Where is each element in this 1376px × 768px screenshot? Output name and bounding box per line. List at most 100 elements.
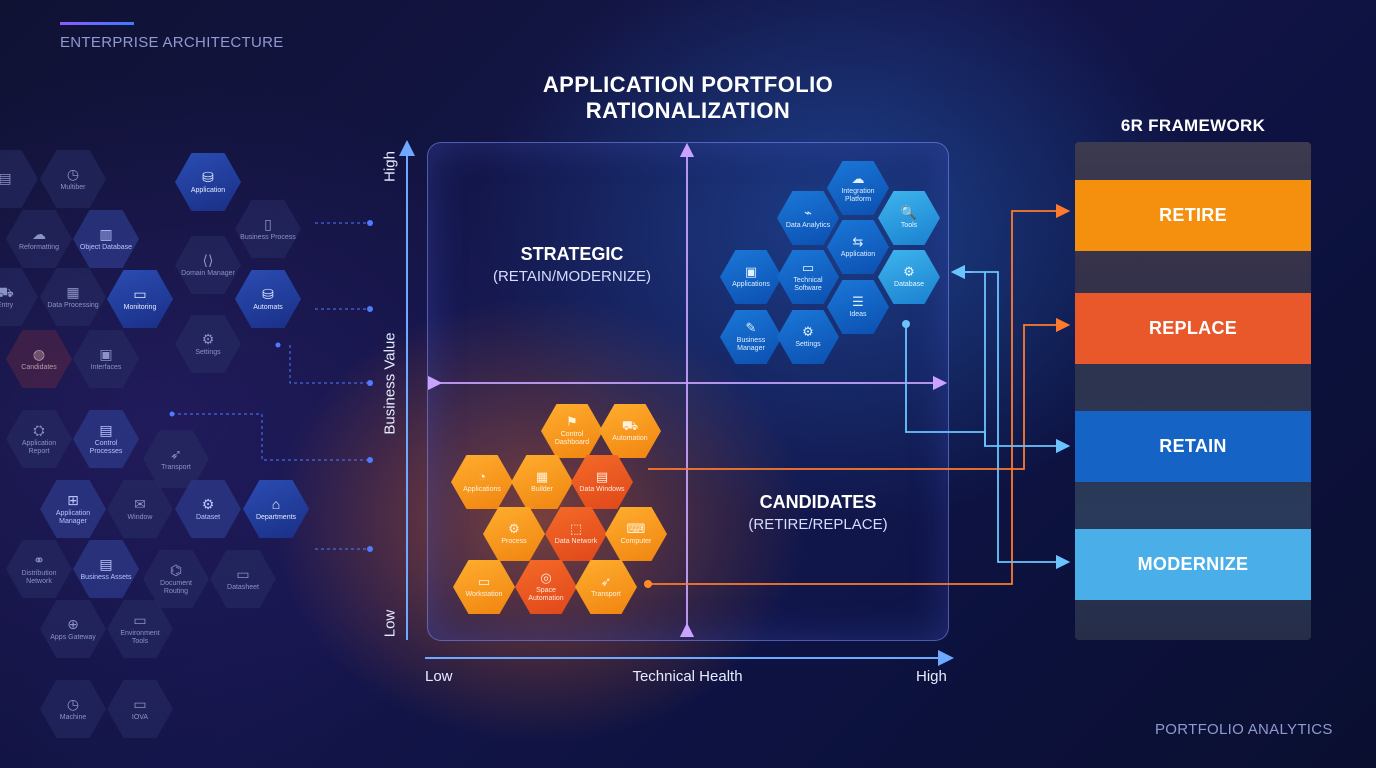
y-axis-high-label: High xyxy=(381,151,399,182)
app-label: Technical Software xyxy=(793,277,823,292)
x-axis-title: Technical Health xyxy=(632,668,743,685)
app-label: Interfaces xyxy=(90,363,122,371)
app-icon: ☁ xyxy=(851,171,865,186)
app-label: Monitoring xyxy=(123,303,157,311)
quadrant-strategic: STRATEGIC (RETAIN/MODERNIZE) xyxy=(462,244,682,285)
app-label: Business Manager xyxy=(736,337,766,352)
network-hex: ▯Business Process xyxy=(235,200,301,258)
network-hex: ◷Machine xyxy=(40,680,106,738)
app-label: Data Analytics xyxy=(785,222,831,229)
app-label: Environment Tools xyxy=(120,629,160,645)
network-hex: ▭Datasheet xyxy=(210,550,276,608)
app-label: Reformatting xyxy=(18,243,60,251)
app-icon: ⌬ xyxy=(169,561,183,578)
app-icon: ⬚ xyxy=(569,521,583,536)
framework-retire[interactable]: RETIRE xyxy=(1075,180,1311,251)
app-icon: 🔍 xyxy=(900,205,918,220)
app-icon: ▣ xyxy=(99,345,113,362)
app-icon: ▤ xyxy=(0,169,12,186)
app-label: Candidates xyxy=(21,363,57,371)
app-icon: ▭ xyxy=(133,285,147,302)
app-label: Document Routing xyxy=(160,579,192,595)
app-label: Apps Gateway xyxy=(50,633,96,641)
quadrant-candidates-subtitle: (RETIRE/REPLACE) xyxy=(748,516,888,533)
framework-title: 6R FRAMEWORK xyxy=(1120,116,1266,135)
orange-hex: ▭ Workstation xyxy=(453,560,515,614)
app-label: Application xyxy=(190,186,226,194)
framework-modernize[interactable]: MODERNIZE xyxy=(1075,529,1311,600)
app-icon: ▥ xyxy=(99,225,113,242)
app-label: Control Dashboard xyxy=(554,431,590,446)
app-label: Machine xyxy=(59,713,87,721)
app-label: Tools xyxy=(900,222,918,229)
orange-hex: ◔ Applications xyxy=(451,455,513,509)
app-icon: ▤ xyxy=(99,421,113,438)
app-icon: ⟨⟩ xyxy=(202,251,214,268)
app-label: Space Automation xyxy=(528,587,564,602)
app-label: Object Database xyxy=(79,243,133,251)
page-title: APPLICATION PORTFOLIO RATIONALIZATION xyxy=(488,72,888,124)
network-hex: ⛁Application xyxy=(175,153,241,211)
app-label: Distribution Network xyxy=(21,569,57,585)
page-title-line1: APPLICATION PORTFOLIO xyxy=(542,72,834,97)
header-accent-line xyxy=(60,22,134,25)
app-label: Builder xyxy=(531,486,553,493)
app-icon: ☁ xyxy=(32,225,46,242)
app-icon: ◔ xyxy=(478,469,486,484)
x-axis-high-label: High xyxy=(916,668,947,685)
app-icon: ⚙ xyxy=(508,521,520,536)
app-label: Control Processes xyxy=(89,439,123,455)
app-label: Automats xyxy=(253,303,283,311)
quadrant-candidates: CANDIDATES (RETIRE/REPLACE) xyxy=(708,492,928,533)
network-connectors xyxy=(169,220,373,552)
app-icon: ▣ xyxy=(744,264,758,279)
app-label: Data Processing xyxy=(47,301,99,309)
network-hex: ▭Environment Tools xyxy=(107,600,173,658)
network-hex: ◷Multiber xyxy=(40,150,106,208)
app-label: Workstation xyxy=(465,591,503,598)
app-icon: ⛟ xyxy=(0,283,14,300)
app-icon: ⊕ xyxy=(67,615,79,632)
app-label: Entry xyxy=(0,301,14,309)
app-icon: ⌂ xyxy=(271,495,281,512)
app-icon: ✉ xyxy=(134,495,146,512)
app-label: Window xyxy=(127,513,153,521)
app-label: Settings xyxy=(195,348,221,356)
app-icon: ⚑ xyxy=(566,414,578,429)
quadrant-strategic-title: STRATEGIC xyxy=(520,244,624,264)
app-label: Domain Manager xyxy=(181,269,235,277)
app-label: Data Windows xyxy=(579,486,625,493)
app-icon: ⚙ xyxy=(201,495,215,512)
app-icon: ▯ xyxy=(264,215,272,232)
app-icon: ⌁ xyxy=(804,205,812,220)
header-eyebrow: ENTERPRISE ARCHITECTURE xyxy=(60,34,284,51)
app-label: Dataset xyxy=(195,513,221,521)
app-icon: ☰ xyxy=(852,294,864,309)
app-icon: ▭ xyxy=(236,565,250,582)
app-label: Data Network xyxy=(554,538,598,545)
network-hex: ▭IOVA xyxy=(107,680,173,738)
app-label: Departments xyxy=(255,513,297,521)
footer-label: PORTFOLIO ANALYTICS xyxy=(1155,721,1333,738)
app-label: Settings xyxy=(795,341,821,348)
app-icon: ▭ xyxy=(133,611,147,628)
app-icon: ⚙ xyxy=(201,330,215,347)
app-label: Multiber xyxy=(60,183,86,191)
app-label: Application xyxy=(840,251,876,258)
app-label: Database xyxy=(894,281,924,288)
app-label: Automation xyxy=(612,435,648,442)
app-icon: ▭ xyxy=(477,574,491,589)
app-icon: ◷ xyxy=(66,695,80,712)
app-label: Applications xyxy=(732,281,770,288)
app-label: IOVA xyxy=(131,713,149,721)
framework-retain[interactable]: RETAIN xyxy=(1075,411,1311,482)
framework-replace[interactable]: REPLACE xyxy=(1075,293,1311,364)
app-icon: ⛁ xyxy=(262,285,274,302)
app-label: Applications xyxy=(463,486,501,493)
app-label: Business Process xyxy=(240,233,296,241)
framework-retain-label: RETAIN xyxy=(1159,436,1227,456)
app-icon: ➶ xyxy=(170,445,182,462)
quadrant-strategic-subtitle: (RETAIN/MODERNIZE) xyxy=(492,268,652,285)
app-icon: ⛟ xyxy=(621,418,639,433)
